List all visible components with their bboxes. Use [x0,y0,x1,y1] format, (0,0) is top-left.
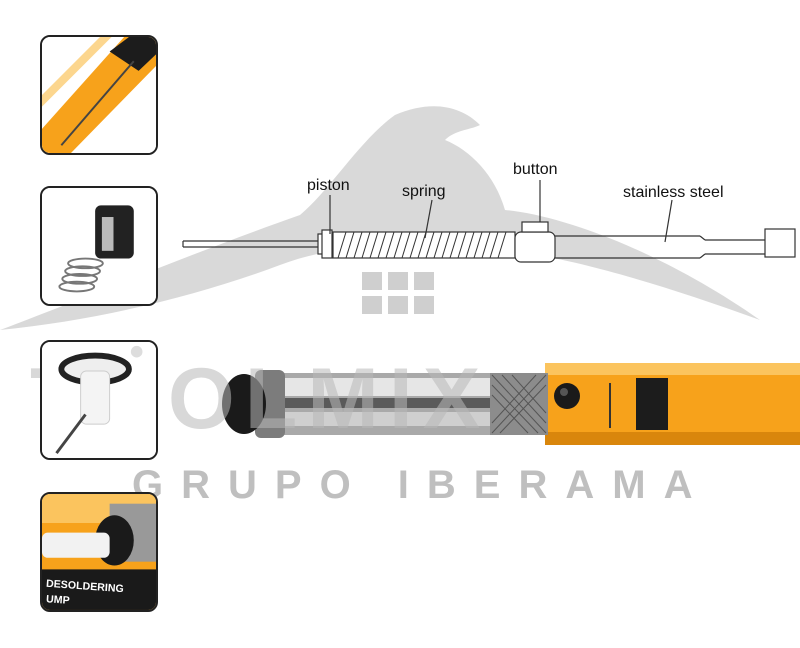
pump-closeup-image: DESOLDERING UMP [42,494,156,610]
desoldering-pump-photo [222,363,800,445]
spring-coils [337,231,507,259]
thumbnail-nozzle-tip[interactable] [40,340,158,460]
watermark-grid [362,272,434,314]
watermark-swoosh [0,106,760,330]
label-spring: spring [402,183,446,200]
label-piston: piston [307,177,350,194]
orange-tube-image [42,37,156,153]
thumbnail-piston-spring[interactable] [40,186,158,306]
label-stainless-steel: stainless steel [623,184,724,201]
nozzle-tip-image [42,342,156,458]
thumb-text-desoldering: DESOLDERING [46,578,124,595]
thumb-text-ump: UMP [46,593,70,607]
piston-spring-image [42,188,156,304]
pump-line-diagram [182,180,796,263]
thumbnail-pump-closeup[interactable]: DESOLDERING UMP [40,492,158,612]
thumbnail-orange-tube[interactable] [40,35,158,155]
label-button: button [513,161,557,178]
watermark-subtitle: GRUPO IBERAMA [132,463,710,507]
